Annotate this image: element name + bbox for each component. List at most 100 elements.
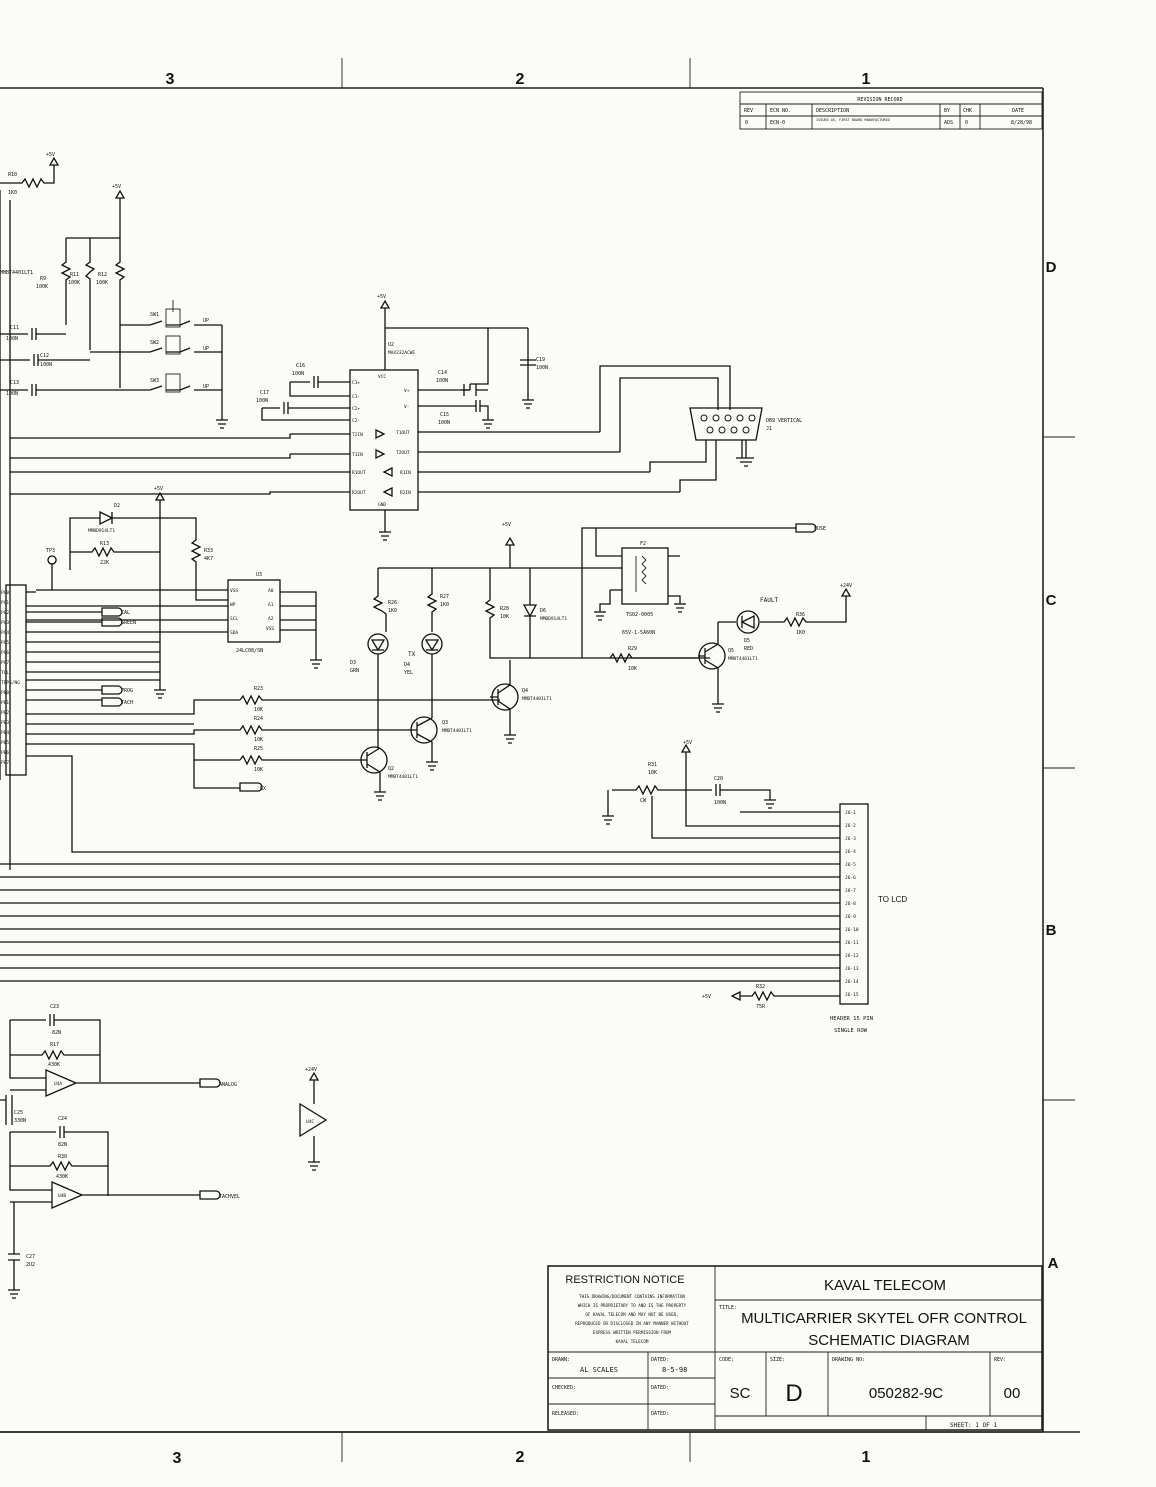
r23-ref: R23 <box>254 686 263 692</box>
code-label: CODE: <box>719 1357 734 1363</box>
d6-ref: D6 <box>540 608 546 614</box>
pwr-led: +5V <box>502 522 511 528</box>
to-lcd-label: TO LCD <box>878 895 907 904</box>
c15-val: 100N <box>438 420 450 426</box>
r26-val: 1K0 <box>388 608 397 614</box>
r24-ref: R24 <box>254 716 263 722</box>
r11-val: 100K <box>68 280 80 286</box>
sw2-ref: SW2 <box>150 340 159 346</box>
drawing-no-label: DRAWING NO: <box>832 1357 865 1363</box>
d3-part: GRN <box>350 668 359 674</box>
r9-val: 100K <box>36 284 48 290</box>
mcu-pin-label: PC3 <box>1 620 9 626</box>
u4a-ref: U4A <box>54 1081 62 1087</box>
prog-label: PROG <box>121 688 133 694</box>
r36-val: 1K0 <box>796 630 805 636</box>
u2-pin-t1out: T1OUT <box>396 430 410 436</box>
r29-val: 10K <box>628 666 637 672</box>
r23-val: 10K <box>254 707 263 713</box>
opamp-section: C23 82N R17 430K U4A ANALOG C25 330N C24… <box>0 1004 328 1299</box>
c19-val: 100N <box>536 365 548 371</box>
u2-pin-vminus: V- <box>404 404 409 410</box>
u2-pin-r1out: R1OUT <box>352 470 366 476</box>
u2-right-pins: VCC V+ V- T1OUT T2OUT R1IN R2IN GND <box>378 374 680 508</box>
u2-pin-t2out: T2OUT <box>396 450 410 456</box>
pwr-r10: +5V <box>46 152 55 158</box>
u4c-ref: U4C <box>306 1119 314 1125</box>
pullup-switch-section: +5V R10 1K0 +5V R9 100K R11 100K R12 100… <box>0 152 228 870</box>
c27-val: 2U2 <box>26 1262 35 1268</box>
rev-cell-chk: 0 <box>965 120 968 126</box>
header-line2: SINGLE ROW <box>834 1028 868 1034</box>
restriction-line: REPRODUCED OR DISCLOSED IN ANY MANNER WI… <box>575 1321 689 1326</box>
j6-pin-label: J6-5 <box>845 862 856 868</box>
c20-ref: C20 <box>714 776 723 782</box>
rev-cell-rev: 0 <box>745 120 748 126</box>
rev-header-date: DATE <box>1012 108 1024 114</box>
q5-part: MMBT4401LT1 <box>728 656 758 662</box>
c24-val: 82N <box>58 1142 67 1148</box>
rev-header-ecn: ECN NO. <box>770 108 791 114</box>
switch-sw3: SW3 UP <box>120 373 222 393</box>
j6-pin-label: J6-8 <box>845 901 856 907</box>
sw1-up: UP <box>203 318 209 324</box>
r32-ref: R32 <box>756 984 765 990</box>
r31-ref: R31 <box>648 762 657 768</box>
r28-ref: R28 <box>500 606 509 612</box>
tach-label: TACH <box>121 700 133 706</box>
q2-ref: Q2 <box>388 766 394 772</box>
r31-tap: CW <box>640 798 647 804</box>
j6-pin-labels: J6-1J6-2J6-3J6-4J6-5J6-6J6-7J6-8J6-9J6-1… <box>845 810 859 998</box>
restriction-text: THIS DRAWING/DOCUMENT CONTAINS INFORMATI… <box>575 1294 689 1344</box>
r32-val: 75R <box>756 1004 766 1010</box>
j6-pin-label: J6-1 <box>845 810 856 816</box>
drawing-no-value: 050282-9C <box>869 1385 943 1402</box>
u2-part: MAX232ACWE <box>388 350 415 356</box>
rev-header-chk: CHK <box>963 108 972 114</box>
r17-val: 430K <box>48 1062 60 1068</box>
d3-ref: D3 <box>350 660 356 666</box>
zone-col-top-2: 2 <box>516 71 525 88</box>
q3-ref: Q3 <box>442 720 448 726</box>
green-label: GREEN <box>121 620 136 626</box>
drawn-label: DRAWN: <box>552 1357 570 1363</box>
j6-pin-label: J6-7 <box>845 888 856 894</box>
j6-pin-label: J6-15 <box>845 992 859 998</box>
r36-ref: R36 <box>796 612 805 618</box>
u2-max232-section: U2 MAX232ACWE +5V C19 100N C1+ C1- C2+ C… <box>10 294 680 541</box>
r10-ref: R10 <box>8 172 17 178</box>
mcu-pin-label: PB7 <box>1 760 9 766</box>
checked-date-label: DATED: <box>651 1385 669 1391</box>
u2-pin-vcc: VCC <box>378 374 386 380</box>
u2-pin-vplus: V+ <box>404 388 410 394</box>
restriction-line: EXPRESS WRITTEN PERMISSION FROM <box>593 1330 672 1335</box>
pwr-24v-fault: +24V <box>840 583 852 589</box>
rev-label: REV: <box>994 1357 1006 1363</box>
u2-body <box>349 369 419 511</box>
lcd-header-section: R31 10K CW +5V C20 100N J6-1J6-2J6-3J6-4… <box>0 740 907 1034</box>
r12-val: 100K <box>96 280 108 286</box>
r29-ref: R29 <box>628 646 637 652</box>
rx-label: RX <box>260 786 266 792</box>
mcu-pin-label: PB2 <box>1 710 9 716</box>
j1-ref: J1 <box>766 426 772 432</box>
u2-pin-r1in: R1IN <box>400 470 411 476</box>
j6-pin-label: J6-12 <box>845 953 859 959</box>
zone-col-bottom-3: 3 <box>173 1450 182 1467</box>
mcu-pin-label: PB4 <box>1 730 9 736</box>
j6-body <box>839 803 869 1005</box>
drawing-frame <box>0 58 1080 1462</box>
u2-left-pins: C1+ C1- C2+ C2- T2IN T1IN R1OUT R2OUT <box>290 380 393 498</box>
fault-label: FAULT <box>760 597 778 604</box>
rev-header-description: DESCRIPTION <box>816 108 849 114</box>
zone-col-top-1: 1 <box>862 71 871 88</box>
restriction-line: WHICH IS PROPRIETARY TO AND IS THE PROPE… <box>578 1303 687 1308</box>
size-value: D <box>785 1380 802 1407</box>
db9-connector-j1: DB9 VERTICAL J1 <box>599 365 802 492</box>
c16-ref: C16 <box>296 363 305 369</box>
mcu-pin-label: PB5 <box>1 740 9 746</box>
zone-col-bottom-1: 1 <box>862 1449 871 1466</box>
mcu-pin-label: PC5 <box>1 640 9 646</box>
j1-label: DB9 VERTICAL <box>766 418 802 424</box>
drawn-date-label: DATED: <box>651 1357 669 1363</box>
